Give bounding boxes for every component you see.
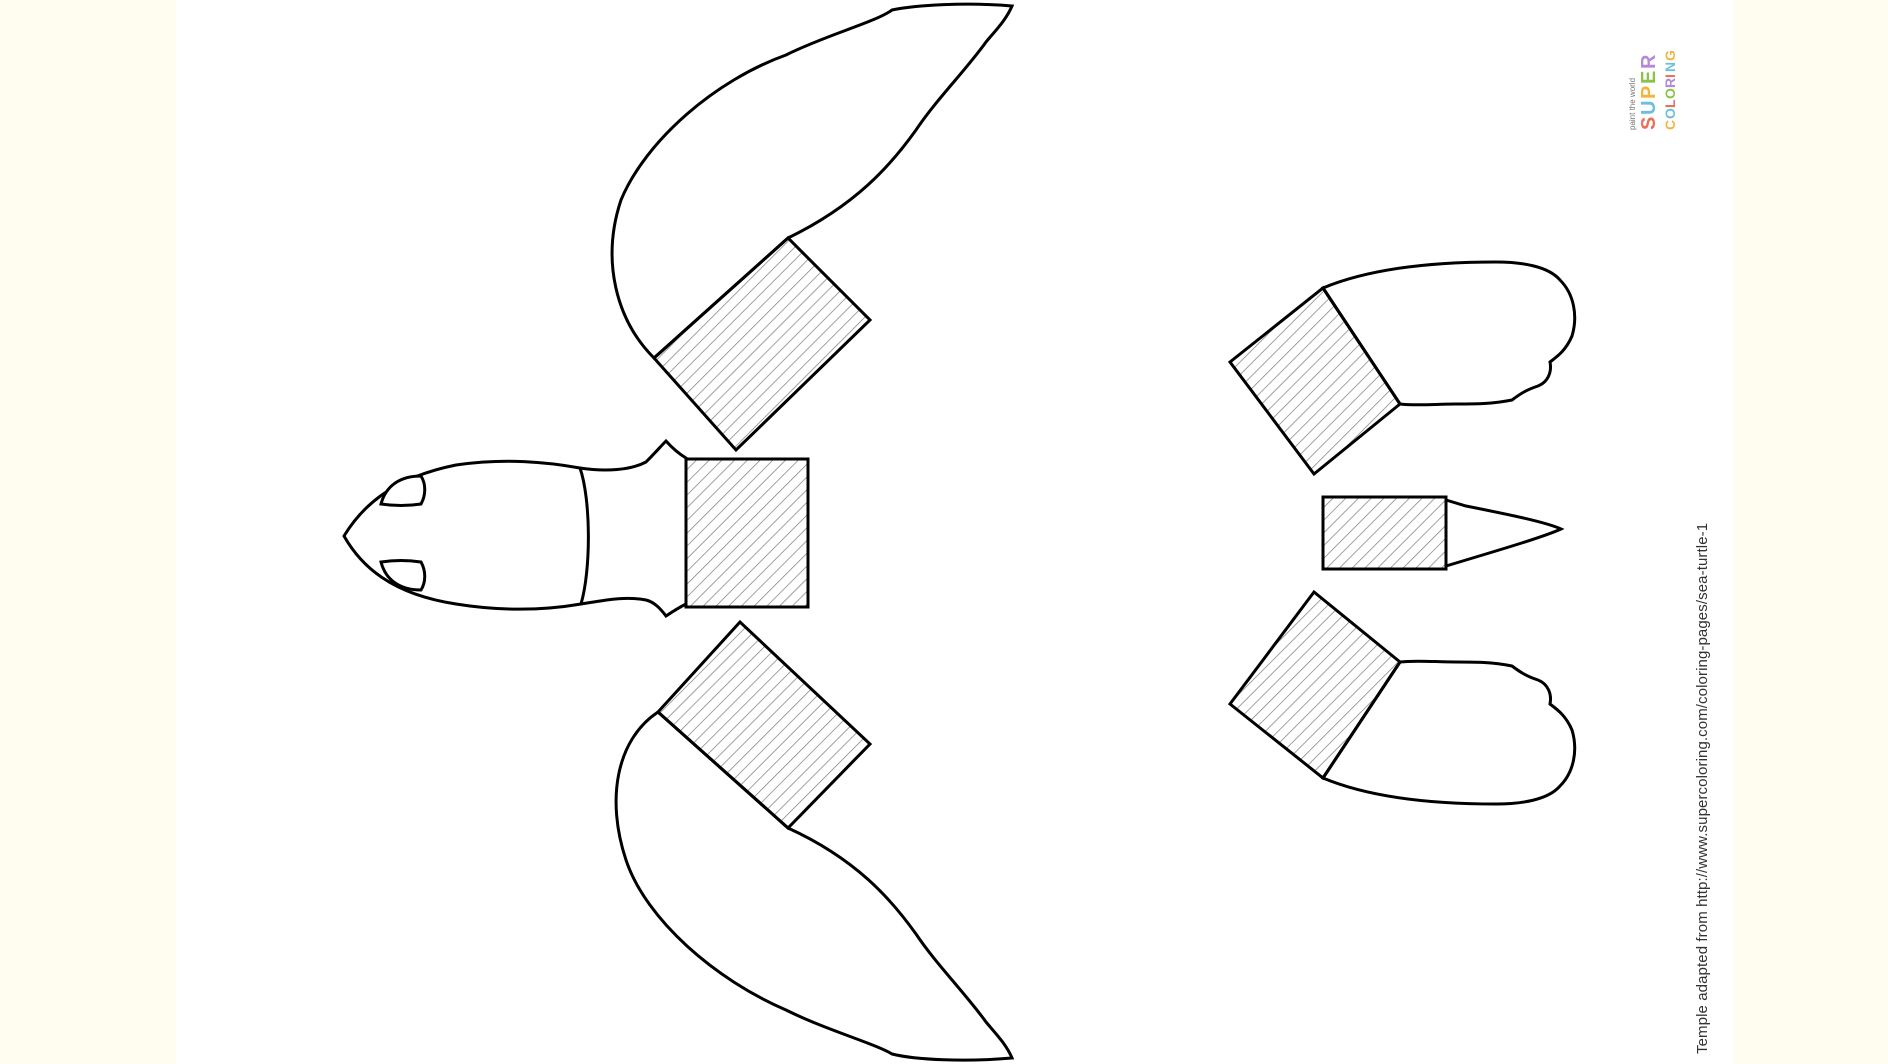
rear-flipper-bottom: [1227, 589, 1577, 806]
svg-text:P: P: [1638, 86, 1660, 99]
turtle-head: [342, 438, 688, 619]
svg-text:O: O: [1662, 108, 1678, 119]
svg-text:R: R: [1638, 54, 1660, 69]
coloring-sheet: paint the world S U P E R C O L O R I N …: [176, 0, 1734, 1064]
tail: [1321, 495, 1565, 571]
tail-tab: [1321, 495, 1448, 571]
rear-flipper-bottom-tab: [1227, 589, 1403, 781]
neck-tab: [684, 457, 810, 609]
svg-text:I: I: [1662, 74, 1678, 78]
svg-text:N: N: [1662, 62, 1678, 72]
svg-text:paint the world: paint the world: [1628, 78, 1637, 130]
eye-left-outline: [379, 474, 427, 507]
front-flipper-bottom: [614, 619, 1015, 1062]
front-flipper-bottom-tab: [655, 619, 873, 831]
svg-text:S: S: [1638, 117, 1660, 130]
svg-text:E: E: [1638, 71, 1660, 84]
svg-text:R: R: [1662, 78, 1678, 88]
rear-flipper-top-tab: [1227, 285, 1403, 477]
credit-text: Temple adapted from http://www.supercolo…: [1694, 522, 1711, 1054]
svg-text:C: C: [1662, 120, 1678, 130]
turtle-template-drawing: [342, 2, 1577, 1062]
svg-text:U: U: [1638, 101, 1660, 115]
rear-flipper-top: [1227, 260, 1577, 477]
svg-text:O: O: [1662, 88, 1678, 99]
front-flipper-top-tab: [651, 235, 873, 453]
supercoloring-logo: paint the world S U P E R C O L O R I N …: [1628, 50, 1678, 130]
front-flipper-top: [610, 2, 1015, 453]
svg-text:L: L: [1662, 99, 1678, 108]
eye-right-outline: [379, 559, 427, 592]
svg-text:G: G: [1662, 50, 1678, 61]
